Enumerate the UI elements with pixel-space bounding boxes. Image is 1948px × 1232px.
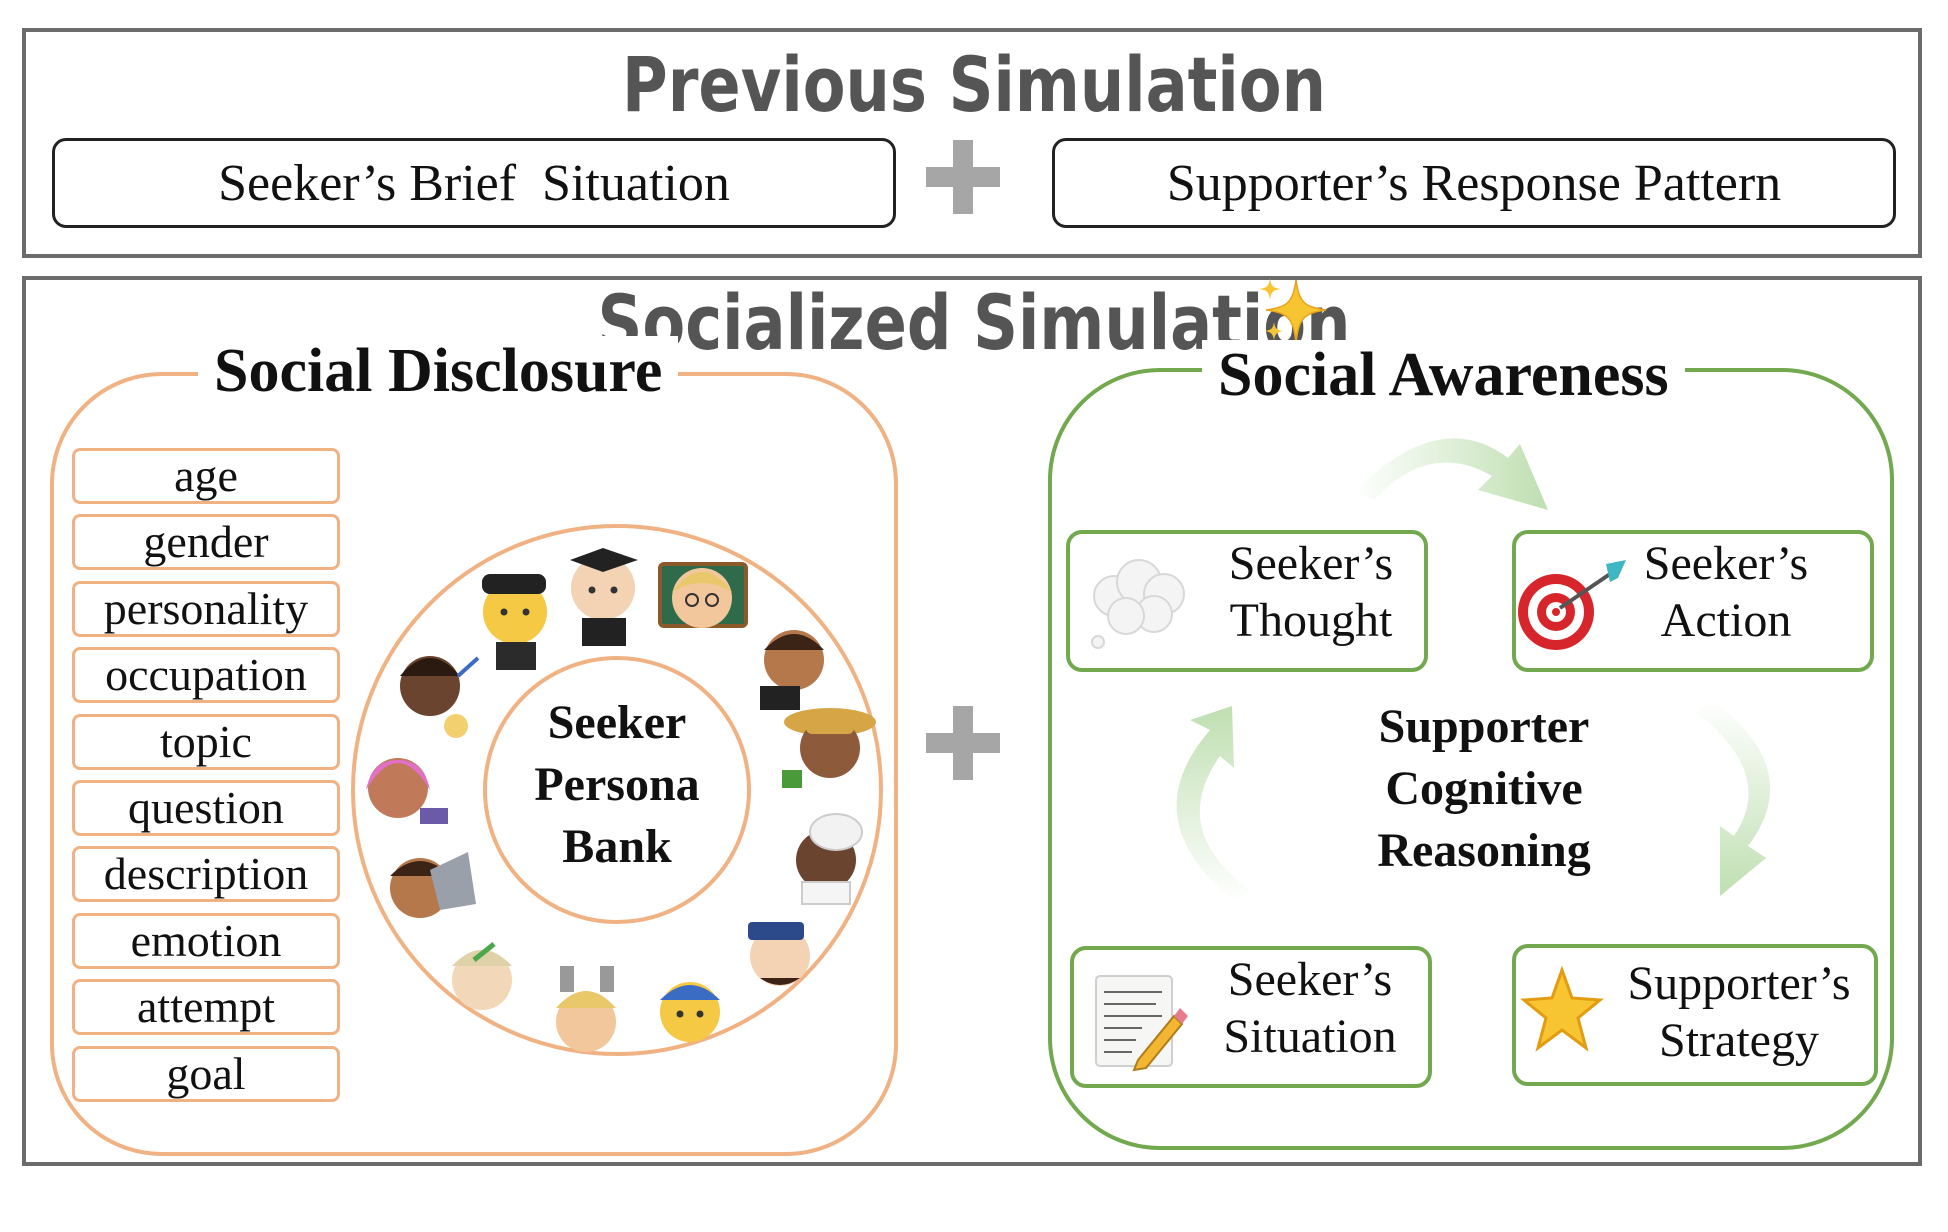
attribute-item: goal xyxy=(72,1045,340,1102)
pilot-avatar-icon xyxy=(482,574,547,670)
doctor-avatar-icon xyxy=(452,942,512,1010)
social-disclosure-title: Social Disclosure xyxy=(198,336,679,407)
attribute-item: question xyxy=(72,779,340,836)
seeker-action-label: Seeker’s Action xyxy=(1643,537,1809,647)
attribute-item: occupation xyxy=(72,647,340,704)
seeker-thought-label: Seeker’s Thought xyxy=(1228,537,1394,647)
attribute-item: topic xyxy=(72,713,340,770)
memo-pencil-icon xyxy=(1095,975,1188,1072)
dart-target-icon xyxy=(1518,560,1626,650)
artist-avatar-icon xyxy=(400,656,480,738)
attribute-item: age xyxy=(72,448,340,504)
supporter-strategy-label: Supporter’s Strategy xyxy=(1627,957,1851,1067)
attribute-item: gender xyxy=(72,514,340,571)
arrow-left xyxy=(1176,706,1250,902)
plus-icon xyxy=(926,706,1000,780)
teacher-avatar-icon xyxy=(658,562,748,628)
attribute-item: description xyxy=(72,846,340,903)
arrow-right xyxy=(1696,700,1771,896)
thought-bubble-icon xyxy=(1091,559,1185,649)
attribute-item: attempt xyxy=(72,979,340,1036)
businessman-avatar-icon xyxy=(760,630,824,710)
technologist-avatar-icon xyxy=(390,852,476,918)
engineer-avatar-icon xyxy=(556,966,616,1052)
mechanic-avatar-icon xyxy=(660,982,720,1042)
graduate-avatar-icon xyxy=(570,548,638,646)
attribute-item: personality xyxy=(72,580,340,637)
persona-bank-label: Seeker Persona Bank xyxy=(534,696,700,873)
previous-simulation-frame xyxy=(22,28,1922,258)
seeker-brief-situation-box: Seeker’s Brief Situation xyxy=(52,138,896,228)
supporter-cognitive-reasoning-label: Supporter Cognitive Reasoning xyxy=(1377,700,1591,877)
supporter-response-pattern-box: Supporter’s Response Pattern xyxy=(1052,138,1896,228)
arrow-top xyxy=(1354,438,1548,510)
singer-avatar-icon xyxy=(366,758,448,824)
chef-avatar-icon xyxy=(796,813,863,905)
attribute-item: emotion xyxy=(72,912,340,969)
plus-icon xyxy=(926,140,1000,214)
police-avatar-icon xyxy=(748,922,810,986)
seeker-situation-label: Seeker’s Situation xyxy=(1223,953,1397,1063)
social-awareness-title: Social Awareness xyxy=(1202,340,1685,411)
persona-attribute-list: age gender personality occupation topic … xyxy=(72,448,340,1112)
star-icon xyxy=(1520,965,1604,1052)
socialized-simulation-frame xyxy=(22,276,1922,1166)
previous-simulation-title: Previous Simulation xyxy=(622,40,1326,129)
farmer-avatar-icon xyxy=(782,708,876,788)
